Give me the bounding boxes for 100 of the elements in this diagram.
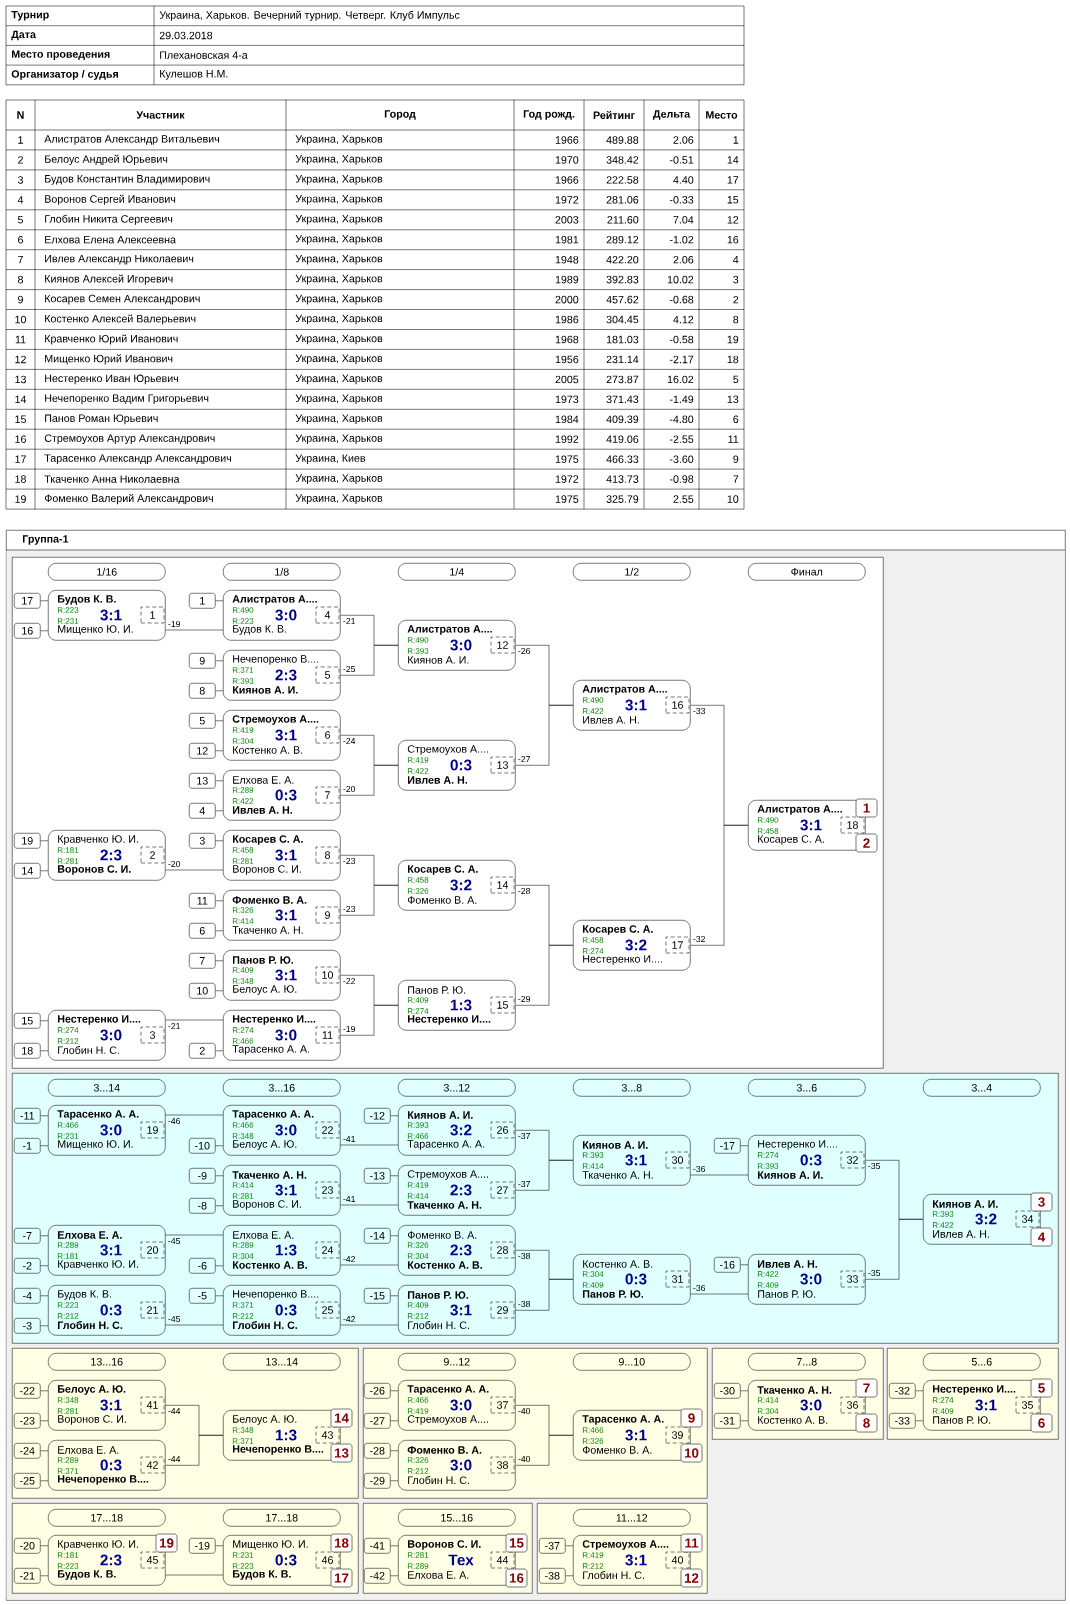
rating: R:419 (407, 1408, 429, 1414)
table-cell: Кравченко Юрий Иванович (45, 334, 178, 345)
player-name: Будов К. В. (233, 625, 287, 635)
round-header: 1/16 (48, 563, 166, 581)
score: 0:3 (100, 1304, 122, 1316)
round-header: 7...8 (748, 1353, 866, 1371)
rating: R:326 (407, 888, 429, 894)
rating: R:223 (57, 1563, 79, 1569)
seed-box: 3 (189, 833, 216, 849)
connector-line (690, 1293, 749, 1295)
table-cell: Косарев Семен Александрович (45, 294, 200, 305)
score: 3:0 (450, 639, 472, 651)
seed-box: -6 (189, 1258, 216, 1274)
edge-label: -20 (167, 860, 182, 868)
player-name: Белоус А. Ю. (233, 1415, 297, 1425)
seed-box: -15 (364, 1288, 391, 1304)
rating: R:281 (232, 858, 254, 864)
match-box (223, 770, 341, 821)
match-box (223, 830, 341, 881)
seed-box: -11 (14, 1108, 41, 1124)
player-name: Фоменко В. А. (582, 1446, 652, 1454)
table-cell: 2.06 (673, 255, 694, 264)
seed-box: -41 (364, 1538, 391, 1554)
rating: R:289 (57, 1457, 79, 1463)
connector-line (690, 1174, 749, 1176)
round-header: 11...12 (573, 1509, 691, 1527)
place-badge: 16 (505, 1568, 528, 1588)
table-cell: 10 (727, 495, 739, 503)
match-number: 7 (315, 786, 340, 804)
table-cell: 1972 (555, 196, 579, 204)
table-cell: 289.12 (606, 235, 639, 244)
match-box (398, 1165, 516, 1216)
edge-label: -24 (342, 737, 357, 745)
match-box (398, 1105, 516, 1156)
seed-box: 14 (14, 863, 41, 879)
connector-line (215, 990, 224, 992)
player-name: Ивлев А. Н. (933, 1230, 989, 1238)
score: 3:0 (275, 1029, 297, 1041)
match-number: 25 (315, 1301, 340, 1319)
rating: R:414 (582, 1163, 604, 1169)
player-name: Елхова Е. А. (58, 1446, 119, 1454)
player-name: Киянов А. И. (408, 1111, 473, 1119)
match-number: 43 (315, 1426, 340, 1444)
match-box (223, 710, 341, 761)
connector-line (40, 1295, 49, 1297)
edge-label: -45 (167, 1315, 182, 1323)
player-name: Глобин Н. С. (58, 1321, 123, 1329)
table-cell: Ткаченко Анна Николаевна (44, 475, 180, 483)
connector-line (340, 1324, 399, 1326)
connector-line (340, 1005, 399, 1036)
score: 1:3 (275, 1429, 297, 1441)
table-cell: -0.51 (669, 156, 694, 164)
player-name: Ивлев А. Н. (583, 716, 639, 724)
edge-label: -35 (867, 1162, 882, 1170)
table-cell: Будов Константин Владимирович (45, 175, 210, 185)
score: 3:2 (975, 1213, 997, 1225)
connector-line (215, 810, 224, 812)
score: 0:3 (275, 1554, 297, 1566)
match-box (398, 1440, 516, 1491)
rating: R:348 (232, 1133, 254, 1139)
seed-box: 19 (14, 833, 41, 849)
round-header: 17...18 (48, 1509, 166, 1527)
table-cell: 325.79 (606, 495, 639, 503)
match-box (398, 1380, 516, 1431)
edge-label: -23 (342, 905, 357, 913)
connector-line (740, 1145, 749, 1147)
table-cell: 9 (733, 455, 739, 463)
player-name: Панов Р. Ю. (758, 1290, 816, 1298)
connector-line (215, 1265, 224, 1267)
match-number: 6 (315, 726, 340, 744)
seed-box: -3 (14, 1318, 41, 1334)
player-name: Фоменко В. А. (407, 896, 477, 904)
rating: R:393 (757, 1163, 779, 1169)
player-name: Мищенко Ю. И. (233, 1540, 308, 1550)
edge-label: -19 (167, 620, 182, 628)
table-cell: 1975 (555, 455, 579, 463)
table-cell: 2005 (555, 375, 579, 384)
edge-label: -19 (342, 1025, 357, 1033)
player-name: Нестеренко И.... (408, 1015, 491, 1025)
match-box (48, 590, 166, 641)
rating: R:274 (57, 1027, 79, 1033)
rating: R:274 (582, 948, 604, 954)
seed-box: -37 (539, 1538, 566, 1554)
match-box (573, 680, 691, 731)
place-badge: 5 (1030, 1378, 1053, 1398)
player-name: Ткаченко А. Н. (232, 926, 303, 934)
player-name: Нестеренко И.... (583, 955, 662, 965)
score: 1:3 (275, 1244, 297, 1256)
seed-box: -14 (364, 1228, 391, 1244)
rating: R:304 (407, 1253, 429, 1259)
rating: R:212 (57, 1313, 79, 1319)
table-cell: 4.40 (673, 176, 694, 184)
player-name: Стремоухов А.... (407, 745, 488, 755)
score: 3:1 (275, 969, 297, 981)
player-name: Тарасенко А. А. (232, 1045, 310, 1055)
seed-box: -29 (364, 1473, 391, 1489)
score: 3:1 (625, 1154, 647, 1166)
table-cell: Украина, Харьков (295, 274, 383, 285)
connector-line (215, 900, 224, 902)
rating: R:414 (232, 1182, 254, 1188)
